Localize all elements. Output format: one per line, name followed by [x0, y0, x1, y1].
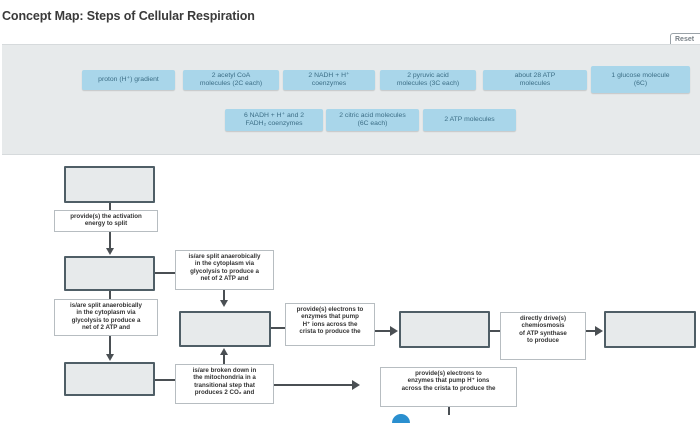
connector	[274, 384, 354, 386]
label-broken-down: is/are broken down in the mitochondria i…	[175, 364, 274, 404]
label-activation: provide(s) the activation energy to spli…	[54, 210, 158, 232]
connector	[155, 272, 175, 274]
drop-target-3[interactable]	[64, 362, 155, 396]
connector	[109, 336, 111, 356]
drop-target-2[interactable]	[64, 256, 155, 291]
drop-target-6[interactable]	[604, 311, 696, 348]
term-chip-2-atp[interactable]: 2 ATP molecules	[423, 109, 516, 131]
connector	[223, 290, 225, 302]
term-chip-citric-acid[interactable]: 2 citric acid molecules (6C each)	[326, 109, 419, 131]
connector	[109, 291, 111, 300]
label-split-left: is/are split anaerobically in the cytopl…	[54, 299, 158, 336]
term-chip-pyruvic-acid[interactable]: 2 pyruvic acid molecules (3C each)	[380, 70, 476, 90]
scroll-indicator-icon[interactable]	[392, 414, 410, 423]
term-chip-glucose[interactable]: 1 glucose molecule (6C)	[591, 66, 690, 93]
term-chip-acetyl-coa[interactable]: 2 acetyl CoA molecules (2C each)	[183, 70, 279, 90]
arrow-right	[390, 326, 398, 336]
drop-target-4[interactable]	[179, 311, 271, 347]
connector	[109, 232, 111, 250]
connector	[586, 330, 596, 332]
drop-target-1[interactable]	[64, 166, 155, 203]
label-electrons-mid: provide(s) electrons to enzymes that pum…	[285, 303, 375, 346]
label-electrons-bottom: provide(s) electrons to enzymes that pum…	[380, 367, 517, 407]
connector	[223, 354, 225, 364]
term-chip-28-atp[interactable]: about 28 ATP molecules	[483, 70, 587, 90]
page-title: Concept Map: Steps of Cellular Respirati…	[2, 9, 255, 23]
arrow-up	[220, 348, 228, 355]
connector	[448, 407, 450, 415]
connector	[109, 203, 111, 211]
label-split-top: is/are split anaerobically in the cytopl…	[175, 250, 274, 290]
term-bank	[2, 44, 700, 155]
arrow-right	[595, 326, 603, 336]
drop-target-5[interactable]	[399, 311, 490, 348]
arrow-down	[106, 354, 114, 361]
term-chip-nadh-fadh2[interactable]: 6 NADH + H⁺ and 2 FADH₂ coenzymes	[225, 109, 323, 131]
term-chip-proton-gradient[interactable]: proton (H⁺) gradient	[82, 70, 175, 90]
term-chip-nadh[interactable]: 2 NADH + H⁺ coenzymes	[283, 70, 375, 90]
arrow-right	[352, 380, 360, 390]
connector	[155, 379, 175, 381]
label-drives: directly drive(s) chemiosmosis of ATP sy…	[500, 312, 586, 360]
connector	[271, 327, 285, 329]
arrow-down	[106, 248, 114, 255]
connector	[490, 330, 500, 332]
connector	[375, 330, 391, 332]
arrow-down	[220, 300, 228, 307]
